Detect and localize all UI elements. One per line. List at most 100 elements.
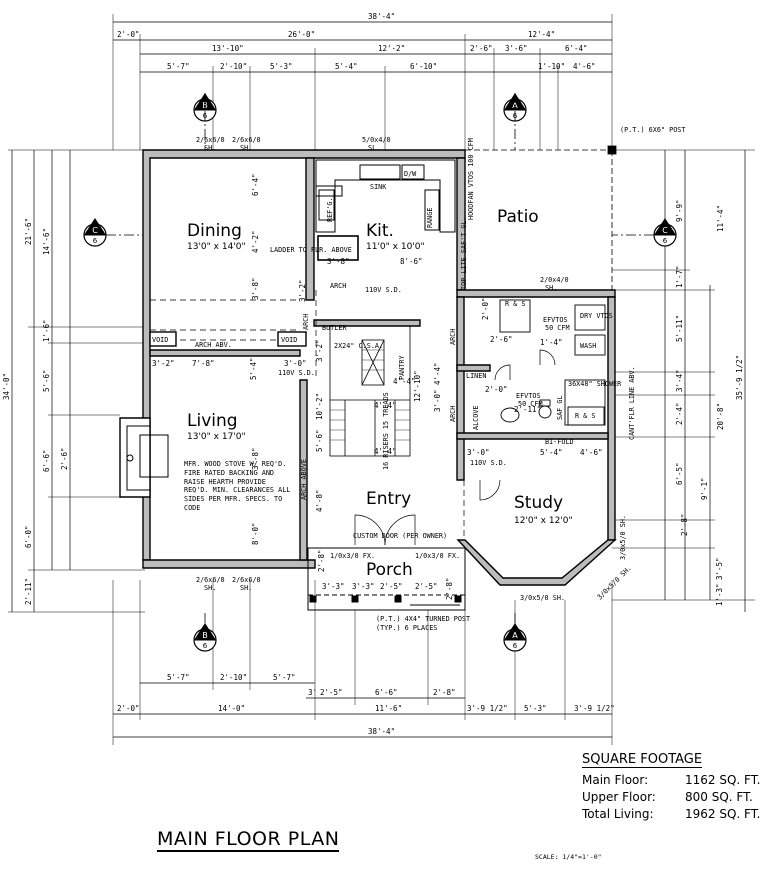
interior-dim-text: 3'-2" [152,359,175,368]
note-dw: D/W [404,170,417,178]
note-linen: LINEN [466,372,486,380]
note-win-living-2: 2/6x6/0 [232,576,261,584]
room-kitchen-size: 11'0" x 10'0" [366,242,425,252]
section-marker-letter: B [202,101,208,110]
interior-dim-text: 4'-4" [433,362,442,385]
interior-dim-text: 4'-8" [315,489,324,512]
dimension-lines [8,14,755,745]
interior-dim-text: 3'-3" [322,582,345,591]
note-sh-5: SH. [240,584,252,592]
dim-left-a-0: 2'-6" [60,447,69,470]
interior-dim-text: 4'-4" [393,377,416,386]
section-marker-number: 6 [203,642,208,650]
void-boxes [149,331,307,347]
section-marker: C6 [83,218,143,247]
bath-laundry-fixtures [499,299,606,426]
interior-dim-text: 4'-4" [374,401,397,410]
dim-top-r3-6: 4'-6" [573,62,596,71]
sqft-value-main: 1162 SQ. FT. [685,773,761,787]
note-sh-2: SH. [240,144,252,152]
interior-dim-text: 1'-4" [540,338,563,347]
sqft-label-total: Total Living: [582,807,654,821]
dim-left-a-1: 21'-6" [24,218,33,245]
interior-dim-text: 8'-6" [400,257,423,266]
section-marker-letter: A [512,101,518,110]
dim-bot-r3-3: 3'-9 1/2" [467,704,508,713]
room-dining-size: 13'0" x 14'0" [187,242,246,252]
section-marker: A6 [503,93,527,150]
interior-dim-text: 3'-8" [251,277,260,300]
dim-top-r3-0: 5'-7" [167,62,190,71]
dim-top-overall: 38'-4" [368,12,395,21]
dim-right-b-3: 3'-4" [675,369,684,392]
interior-dim-text: 3'-0" [284,359,307,368]
note-dry: DRY VTOS [580,312,613,320]
interior-dim-text: 3'-0" [433,389,442,412]
interior-dim-text: 2'-8" [317,549,326,572]
note-win-porch-1: 1/0x3/0 FX. [330,552,375,560]
note-wash: WASH [580,342,596,350]
section-marker-letter: B [202,631,208,640]
interior-dim-text: 3'-2" [315,339,324,362]
room-dining: Dining [187,221,242,241]
interior-dim-text: 12'-10" [413,370,422,402]
dim-right-a-0: 11'-4" [716,205,725,232]
note-r4s-2: R & S [575,412,595,420]
room-entry: Entry [366,489,411,509]
interior-dim-text: 2'-0" [485,385,508,394]
dim-bot-r2-2: 6'-6" [375,688,398,697]
dim-top-r2-4: 6'-4" [565,44,588,53]
dim-right-b-1: 1'-7" [675,265,684,288]
dim-right-b-5: 6'-5" [675,462,684,485]
dim-bot-overall: 38'-4" [368,727,395,736]
dim-bot-r3-5: 3'-9 1/2" [574,704,615,713]
scale-note: SCALE: 1/4"=1'-0" [535,853,602,861]
interior-dim-text: 3'-0" [467,448,490,457]
dim-left-b-0: 14'-6" [42,228,51,255]
note-void-2: VOID [281,336,297,344]
interior-dim-text: 5'-4" [249,357,258,380]
note-efvtos-2: EFVTOS [516,392,541,400]
note-bifold: BI-FOLD [545,438,574,446]
note-stairs: 16 RISERS 15 TREADS [382,392,390,470]
note-win-study: 3/0x5/0 SH. [520,594,565,602]
note-alcove: ALCOVE [472,405,480,430]
doors [354,349,556,546]
note-arch-3: ARCH [449,406,457,422]
note-win-upper: 2/0x4/0 [540,276,569,284]
room-living: Living [187,411,238,431]
interior-dim-text: 5'-6" [315,429,324,452]
dim-top-r3-1: 2'-10" [220,62,247,71]
note-arch-1: ARCH [330,282,346,290]
note-win-living-1: 2/6x6/0 [196,576,225,584]
note-arch-abv: ARCH ABV. [195,341,232,349]
dim-right-overall: 35'-9 1/2" [735,355,744,400]
interior-dim-text: 6'-4" [251,173,260,196]
room-study: Study [514,493,563,513]
dim-bot-r2-3: 2'-8" [433,688,456,697]
dim-bot-r1-2: 5'-7" [273,673,296,682]
interior-dim-text: 2'-5" [415,582,438,591]
dim-top-r1-0: 2'-0" [117,30,140,39]
dim-left-a-2: 6'-0" [24,525,33,548]
wood-stove [126,425,169,491]
note-sl: SL. [368,144,380,152]
interior-dim-text: 4'-6" [580,448,603,457]
note-shower: 36X48" SHOWER [568,380,622,388]
note-butler: BUTLER [322,324,347,332]
dim-bot-r1-0: 5'-7" [167,673,190,682]
room-patio: Patio [497,207,539,227]
section-marker-number: 6 [513,642,518,650]
section-marker-letter: C [662,226,668,235]
dim-right-b-4: 2'-4" [675,402,684,425]
section-marker: C6 [612,218,677,247]
interior-dim-text: 2'-5" [380,582,403,591]
sqft-value-upper: 800 SQ. FT. [685,790,753,804]
room-study-size: 12'0" x 12'0" [514,516,573,526]
note-hood: HOODFAN VTOS 100 CFM [467,138,475,220]
sqft-value-total: 1962 SQ. FT. [685,807,761,821]
interior-dim-text: 5'-4" [540,448,563,457]
note-smoke-3: 110V S.D. [470,459,507,467]
note-win-porch-2: 1/0x3/0 FX. [415,552,460,560]
interior-dim-text: 3'-3" [352,582,375,591]
